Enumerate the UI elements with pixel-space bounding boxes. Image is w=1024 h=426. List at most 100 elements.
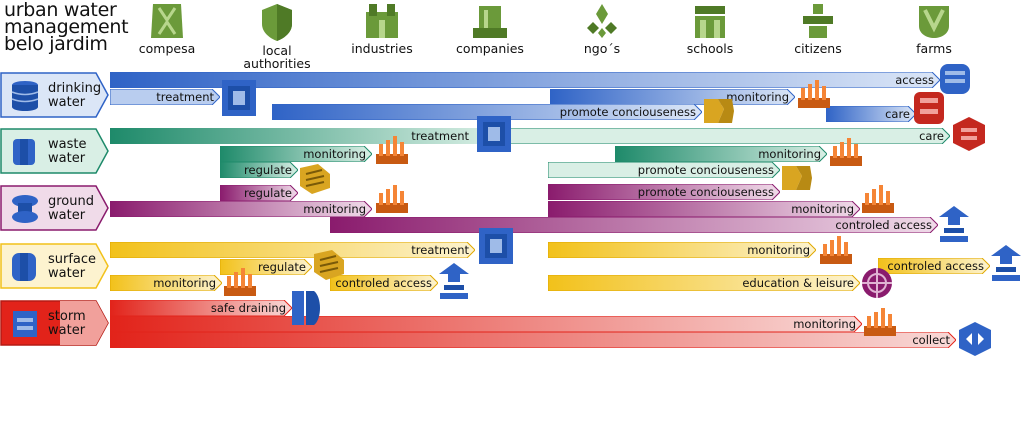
flow-ground-monitoring-1: monitoring xyxy=(110,201,372,217)
row-label: storm xyxy=(48,309,86,324)
flow-label: treatment xyxy=(156,90,214,104)
actor-industries: industries xyxy=(332,2,432,55)
flow-label: access xyxy=(895,73,934,87)
flow-drinking-promote: promote conciouseness xyxy=(272,104,702,120)
flow-waste-monitoring-1: monitoring xyxy=(220,146,372,162)
flow-label: controled access xyxy=(835,218,932,232)
monitoring-icon xyxy=(862,185,894,213)
flow-ground-promote: promote conciouseness xyxy=(548,184,780,200)
row-label: surface xyxy=(48,252,97,267)
flow-label: regulate xyxy=(244,163,292,177)
flow-label: treatment xyxy=(411,129,469,143)
flow-ground-regulate: regulate xyxy=(220,185,298,201)
flow-surface-controled-access-2: controled access xyxy=(878,258,990,274)
ngo-icon xyxy=(587,4,617,38)
flow-label: promote conciouseness xyxy=(637,185,774,199)
monitoring-icon xyxy=(798,80,830,108)
actor-farms: farms xyxy=(884,2,984,55)
flow-ground-controled-access: controled access xyxy=(330,217,938,233)
treatment-icon xyxy=(222,80,256,116)
flow-label: monitoring xyxy=(758,147,821,161)
row-label: water xyxy=(48,95,86,110)
access-icon xyxy=(940,64,970,94)
flow-surface-controled-access-1: controled access xyxy=(330,275,438,291)
flow-surface-monitoring-2: monitoring xyxy=(548,242,816,258)
flow-label: monitoring xyxy=(747,243,810,257)
flow-label: promote conciouseness xyxy=(637,163,774,177)
flow-label: monitoring xyxy=(153,276,216,290)
row-label: water xyxy=(48,266,86,281)
database-icon xyxy=(11,81,39,111)
row-label: ground xyxy=(48,194,94,209)
flow-label: monitoring xyxy=(791,202,854,216)
title-line-2: management xyxy=(4,16,129,38)
actor-label: schools xyxy=(686,41,734,56)
title-line-1: urban water xyxy=(4,0,117,21)
flow-drinking-treatment: treatment xyxy=(110,89,220,105)
actor-label: compesa xyxy=(138,41,196,56)
controlled-access-icon xyxy=(939,206,969,242)
flow-drinking-care: care xyxy=(826,106,916,122)
flow-storm-collect: collect xyxy=(110,332,956,348)
flow-waste-promote: promote conciouseness xyxy=(548,162,780,178)
flow-label: education & leisure xyxy=(742,276,854,290)
row-label: water xyxy=(48,323,86,338)
flow-surface-treatment: treatment xyxy=(110,242,475,258)
flow-label: promote conciouseness xyxy=(559,105,696,119)
monitoring-icon xyxy=(830,138,862,166)
flow-drinking-monitoring: monitoring xyxy=(550,89,795,105)
flow-label: care xyxy=(885,107,910,121)
promote-icon xyxy=(782,166,812,190)
actor-companies: companies xyxy=(440,2,540,55)
flow-label: safe draining xyxy=(210,301,286,315)
actor-label: ngo´s xyxy=(583,41,621,56)
flow-waste-regulate: regulate xyxy=(220,162,298,178)
education-leisure-icon xyxy=(862,268,892,298)
treatment-icon xyxy=(477,116,511,152)
flow-label: regulate xyxy=(244,186,292,200)
flow-label: treatment xyxy=(411,243,469,257)
treatment-icon xyxy=(479,228,513,264)
flow-surface-education: education & leisure xyxy=(548,275,860,291)
care-icon xyxy=(914,92,944,124)
promote-icon xyxy=(704,99,734,123)
flow-surface-monitoring-1: monitoring xyxy=(110,275,222,291)
flow-label: collect xyxy=(912,333,950,347)
controlled-access-icon xyxy=(991,245,1021,281)
flow-waste-monitoring-2: monitoring xyxy=(615,146,827,162)
row-label: water xyxy=(48,151,86,166)
flow-label: monitoring xyxy=(726,90,789,104)
local-authorities-icon xyxy=(262,4,292,41)
citizens-icon xyxy=(803,4,833,38)
regulate-icon xyxy=(300,164,330,194)
schools-icon xyxy=(695,6,725,38)
monitoring-icon xyxy=(376,136,408,164)
drain-icon xyxy=(292,291,320,325)
flow-label: monitoring xyxy=(303,147,366,161)
collect-icon xyxy=(959,322,991,356)
companies-icon xyxy=(473,6,507,38)
farms-icon xyxy=(919,6,949,38)
title-line-3: belo jardim xyxy=(4,33,108,55)
actor-citizens: citizens xyxy=(768,2,868,55)
actor-schools: schools xyxy=(660,2,760,55)
tank-icon xyxy=(12,253,36,281)
controlled-access-icon xyxy=(439,263,469,299)
disk-stack-icon xyxy=(12,195,38,223)
storage-icon xyxy=(13,311,37,337)
flow-storm-monitoring: monitoring xyxy=(110,316,862,332)
flow-storm-safe-draining: safe draining xyxy=(110,300,292,316)
row-label: drinking xyxy=(48,81,102,96)
actor-label: farms xyxy=(916,41,952,56)
flow-label: regulate xyxy=(258,260,306,274)
regulate-icon xyxy=(314,250,344,280)
actor-label: industries xyxy=(351,41,413,56)
row-label: waste xyxy=(48,137,87,152)
industries-icon xyxy=(366,4,398,38)
